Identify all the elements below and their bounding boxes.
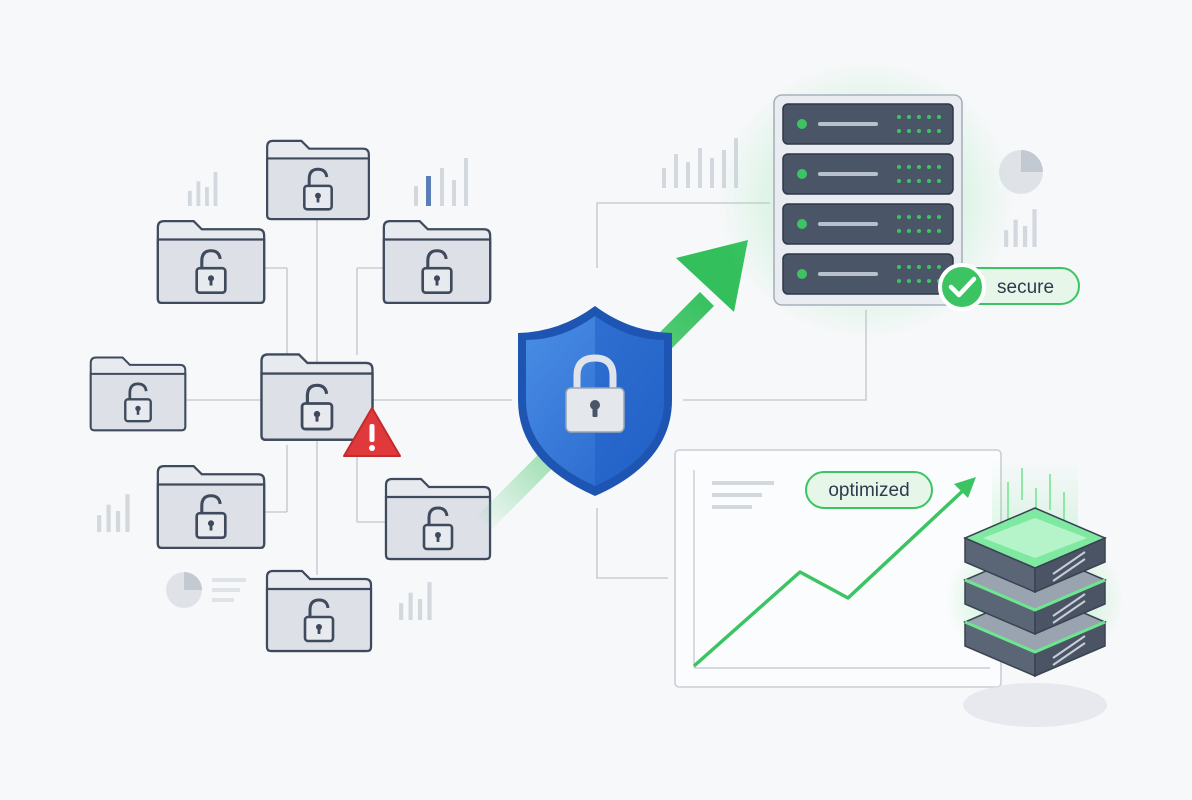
bar-chart-icon — [414, 158, 468, 206]
optimized-badge: optimized — [805, 471, 933, 509]
unlocked-folder-icon — [156, 219, 266, 305]
trend-arrow-head — [954, 477, 976, 498]
server-unit — [782, 103, 954, 145]
storage-stack-icon — [945, 460, 1125, 727]
pie-chart-icon — [166, 572, 246, 608]
server-rack-icon — [716, 60, 1016, 340]
secure-badge: secure — [938, 263, 1080, 311]
unlocked-folder-icon — [259, 352, 375, 442]
server-unit — [782, 203, 954, 245]
secure-label: secure — [997, 277, 1054, 298]
server-unit — [782, 153, 954, 195]
security-shield-lock-icon — [518, 306, 672, 496]
bar-chart-icon — [187, 171, 218, 206]
bar-chart-icon — [97, 494, 130, 532]
storage-layer — [963, 507, 1107, 594]
unlocked-folder-icon — [156, 464, 266, 550]
unlocked-folder-icon — [265, 139, 371, 221]
optimized-label: optimized — [828, 480, 909, 501]
bar-chart-icon — [399, 582, 432, 620]
server-unit — [782, 253, 954, 295]
unlocked-folder-icon — [89, 356, 187, 432]
unlocked-folder-icon — [384, 477, 492, 561]
performance-chart-panel: optimized — [674, 449, 1002, 688]
trend-line — [692, 484, 970, 668]
unlocked-folder-icon — [382, 219, 492, 305]
warning-triangle-icon — [343, 407, 401, 457]
unlocked-folder-icon — [265, 569, 373, 653]
check-circle-icon — [938, 263, 986, 311]
